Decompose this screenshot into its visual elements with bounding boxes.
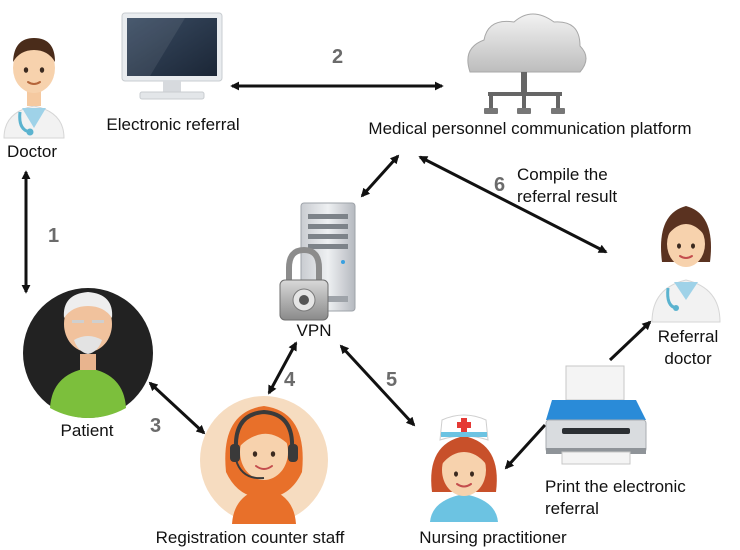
label-platform: Medical personnel communication platform	[368, 119, 691, 138]
step-number-1: 1	[48, 225, 59, 247]
label-electronic-referral: Electronic referral	[106, 115, 239, 134]
label-compile-line1: Compile the	[517, 165, 608, 184]
label-compile-line2: referral result	[517, 187, 617, 206]
label-patient: Patient	[61, 421, 114, 440]
label-referral-doctor-line1: Referral	[658, 327, 718, 346]
elderly-patient-icon	[23, 288, 153, 418]
arrow-printer-to-referral-doctor	[608, 320, 652, 362]
label-vpn: VPN	[297, 321, 332, 340]
label-doctor: Doctor	[7, 142, 57, 161]
printer-icon	[545, 365, 647, 465]
server-lock-icon	[279, 202, 356, 321]
label-print-line1: Print the electronic	[545, 477, 686, 496]
arrow-step-5	[339, 344, 416, 427]
step-number-5: 5	[386, 369, 397, 391]
step-number-2: 2	[332, 46, 343, 68]
female-doctor-icon	[651, 206, 721, 323]
step-number-3: 3	[150, 415, 161, 437]
label-registration-staff: Registration counter staff	[156, 528, 345, 547]
arrow-step-3	[148, 381, 206, 435]
step-number-4: 4	[284, 369, 296, 391]
arrow-printer-to-nurse	[504, 423, 547, 470]
doctor-icon	[3, 38, 65, 139]
arrows	[21, 81, 652, 470]
arrow-step-6	[418, 155, 608, 254]
cloud-network-icon	[467, 13, 587, 114]
label-nurse: Nursing practitioner	[419, 528, 567, 547]
arrow-platform-vpn	[360, 154, 400, 198]
label-referral-doctor-line2: doctor	[664, 349, 712, 368]
label-print-line2: referral	[545, 499, 599, 518]
receptionist-headset-icon	[200, 396, 328, 524]
step-number-6: 6	[494, 174, 505, 196]
nurse-icon	[430, 414, 498, 522]
arrow-step-4	[267, 341, 298, 395]
monitor-icon	[121, 12, 223, 100]
